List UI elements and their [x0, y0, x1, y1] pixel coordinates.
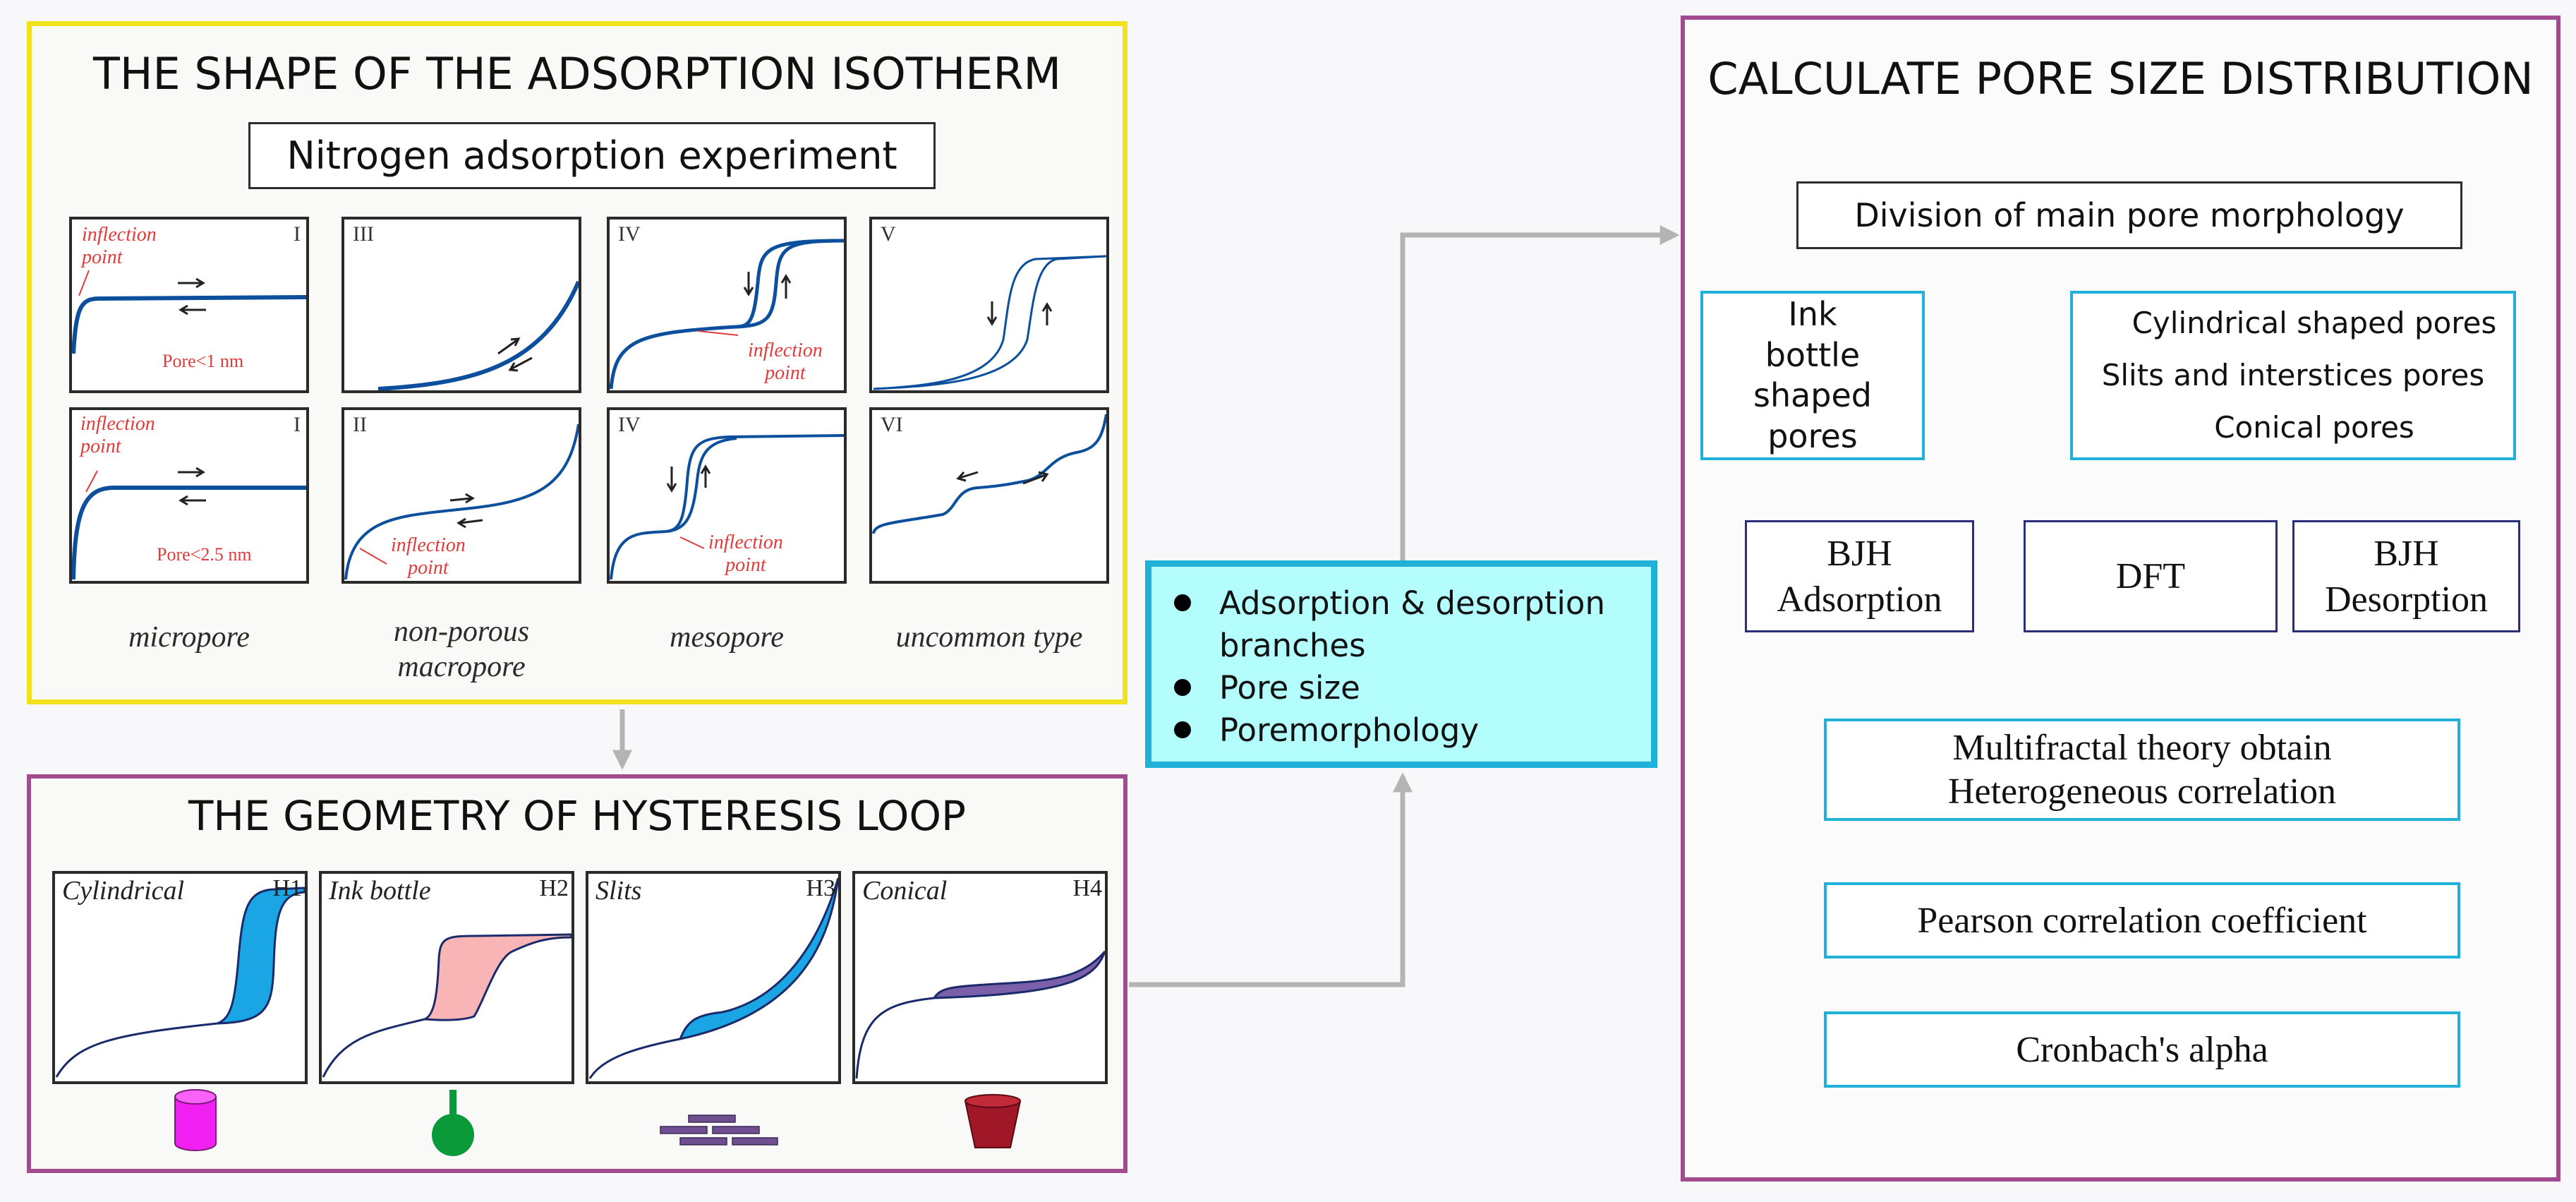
- isotherm-curve: [377, 280, 581, 391]
- multifractal-line-2: Heterogeneous correlation: [1947, 771, 2337, 812]
- hysteresis-panel-h4: Conical H4: [852, 871, 1108, 1084]
- pore-size-title: CALCULATE PORE SIZE DISTRIBUTION: [1707, 53, 2534, 104]
- isotherm-subtitle-box: Nitrogen adsorption experiment: [248, 122, 936, 189]
- multifractal-box: Multifractal theory obtain Heterogeneous…: [1824, 719, 2460, 821]
- hysteresis-label: Cylindrical: [62, 876, 185, 906]
- dft-box: DFT: [2024, 520, 2278, 632]
- pearson-box: Pearson correlation coefficient: [1824, 882, 2460, 958]
- hysteresis-title: THE GEOMETRY OF HYSTERESIS LOOP: [188, 792, 966, 840]
- cylinder-icon: [174, 1089, 217, 1151]
- caption-non-porous-macropore: non-porous macropore: [393, 615, 530, 684]
- cup-icon: [964, 1094, 1022, 1148]
- pore-size-label: Pore<1 nm: [162, 351, 244, 371]
- pearson-label: Pearson correlation coefficient: [1917, 900, 2367, 941]
- hysteresis-label: Slits: [595, 876, 642, 906]
- isotherm-subtitle: Nitrogen adsorption experiment: [286, 133, 897, 178]
- hysteresis-code: H3: [806, 875, 835, 901]
- hysteresis-curve: [855, 951, 1106, 1079]
- summary-box: Adsorption & desorption branches Pore si…: [1145, 560, 1657, 768]
- bjh-desorption-box: BJH Desorption: [2292, 520, 2520, 632]
- pore-type-cylindrical: Cylindrical shaped pores: [2131, 306, 2497, 340]
- inflection-point-annotation: inflection point: [391, 534, 466, 579]
- bjh-adsorption-label: BJH Adsorption: [1777, 533, 1942, 620]
- hysteresis-label: Ink bottle: [329, 876, 431, 906]
- plot-roman-label: I: [294, 222, 301, 246]
- ink-bottle-label: Ink bottle shaped pores: [1753, 295, 1872, 455]
- caption-mesopore: mesopore: [670, 621, 784, 654]
- division-label: Division of main pore morphology: [1854, 196, 2405, 234]
- plot-roman-label: VI: [881, 413, 903, 436]
- hysteresis-panel-h3: Slits H3: [586, 871, 841, 1084]
- isotherm-curve: [344, 423, 580, 580]
- pore-type-conical: Conical pores: [2214, 410, 2414, 445]
- summary-list: Adsorption & desorption branches Pore si…: [1156, 582, 1651, 752]
- isotherm-curve: [609, 239, 845, 390]
- isotherm-plot-type-iv-b: IV inflection point: [607, 407, 847, 584]
- bjh-desorption-label: BJH Desorption: [2324, 533, 2489, 620]
- isotherm-plot-type-iii: III: [341, 217, 581, 393]
- cronbach-box: Cronbach's alpha: [1824, 1011, 2460, 1088]
- arrow-hysteresis-to-summary: [1129, 772, 1413, 987]
- pore-size-label: Pore<2.5 nm: [157, 544, 252, 565]
- isotherm-plot-type-iv-a: IV inflection point: [607, 217, 847, 393]
- isotherm-curve: [71, 270, 307, 354]
- hysteresis-panel-h1: Cylindrical H1: [52, 871, 308, 1084]
- cronbach-label: Cronbach's alpha: [2016, 1029, 2268, 1070]
- plot-roman-label: IV: [618, 413, 641, 436]
- isotherm-curve: [873, 255, 1107, 390]
- isotherm-plot-type-vi: VI: [869, 407, 1109, 584]
- ink-bottle-box: Ink bottle shaped pores: [1700, 291, 1925, 460]
- summary-item: Pore size: [1156, 667, 1651, 709]
- hysteresis-code: H2: [539, 875, 569, 901]
- bricks-icon: [660, 1114, 778, 1146]
- isotherm-plot-type-ii: II inflection point: [341, 407, 581, 584]
- plot-roman-label: III: [353, 222, 374, 246]
- flask-icon: [432, 1090, 474, 1156]
- inflection-point-annotation: inflection point: [82, 224, 157, 269]
- bjh-adsorption-box: BJH Adsorption: [1745, 520, 1974, 632]
- isotherm-plot-type-i-a: I inflection point Pore<1 nm: [69, 217, 309, 393]
- isotherm-curve: [872, 414, 1108, 534]
- hysteresis-curve: [588, 877, 840, 1079]
- isotherm-plot-type-i-b: I inflection point Pore<2.5 nm: [69, 407, 309, 584]
- caption-uncommon-type: uncommon type: [895, 621, 1083, 654]
- hysteresis-code: H4: [1072, 875, 1102, 901]
- isotherm-title: THE SHAPE OF THE ADSORPTION ISOTHERM: [92, 48, 1062, 100]
- pore-types-box: Cylindrical shaped pores Slits and inter…: [2070, 291, 2516, 460]
- plot-roman-label: V: [881, 222, 896, 246]
- summary-item: Adsorption & desorption branches: [1156, 582, 1651, 667]
- inflection-point-annotation: inflection point: [748, 339, 823, 385]
- hysteresis-code: H1: [272, 875, 302, 901]
- hysteresis-panel-h2: Ink bottle H2: [319, 871, 574, 1084]
- isotherm-curve: [71, 467, 306, 580]
- isotherm-plot-type-v: V: [869, 217, 1109, 393]
- caption-micropore: micropore: [128, 621, 250, 654]
- plot-roman-label: IV: [618, 222, 641, 246]
- isotherm-curve: [610, 434, 845, 580]
- inflection-point-annotation: inflection point: [80, 413, 155, 458]
- plot-roman-label: I: [294, 413, 301, 436]
- pore-type-slits: Slits and interstices pores: [2101, 358, 2485, 392]
- summary-item: Poremorphology: [1156, 709, 1651, 752]
- hysteresis-label: Conical: [862, 876, 948, 906]
- dft-label: DFT: [2115, 556, 2186, 596]
- inflection-point-annotation: inflection point: [708, 531, 783, 577]
- plot-roman-label: II: [353, 413, 367, 436]
- division-box: Division of main pore morphology: [1796, 181, 2462, 249]
- arrow-summary-to-pore-size: [1400, 225, 1680, 561]
- hysteresis-curve: [322, 933, 573, 1078]
- multifractal-line-1: Multifractal theory obtain: [1952, 727, 2332, 768]
